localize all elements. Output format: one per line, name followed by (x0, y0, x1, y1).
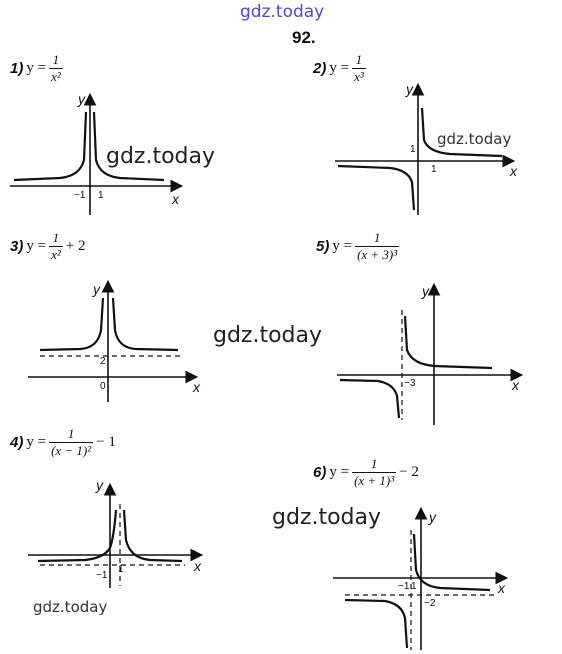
curve-right (403, 315, 493, 370)
y-axis-label: y (77, 91, 86, 107)
formula-lhs: y = (26, 238, 47, 254)
watermark-3: gdz.today (213, 323, 323, 348)
fraction: 1 (x − 1)² (49, 426, 94, 459)
denominator: (x − 1)² (49, 442, 94, 458)
x-axis-label: x (509, 163, 518, 179)
graph-3 (28, 279, 199, 402)
formula-5: 5) y = 1 (x + 3)³ (316, 230, 400, 263)
graph-label: 2) (313, 60, 327, 77)
y-axis-label: y (405, 81, 414, 97)
graph-1 (10, 92, 184, 215)
formula-lhs: y = (329, 60, 350, 76)
watermark-5: gdz.today (33, 598, 108, 616)
formula-lhs: y = (26, 60, 47, 76)
graph-label: 1) (10, 60, 24, 77)
tick-label: −1 (398, 581, 410, 592)
tick-label: 1 (118, 564, 124, 575)
formula-2: 2) y = 1 x³ (313, 52, 366, 85)
x-axis-label: x (193, 558, 202, 574)
graph-label: 4) (10, 434, 24, 451)
tick-label: 1 (411, 581, 417, 592)
curve-right (122, 509, 183, 563)
curve-right (111, 297, 179, 352)
graph-6 (333, 506, 509, 650)
curve-left (13, 111, 88, 182)
curve-left (337, 164, 416, 211)
formula-4: 4) y = 1 (x − 1)² − 1 (10, 426, 116, 459)
formula-1: 1) y = 1 x² (10, 52, 63, 85)
y-axis-label: y (428, 509, 437, 525)
curve-left (339, 378, 401, 419)
graph-2 (335, 82, 516, 215)
site-header: gdz.today (240, 2, 325, 22)
fraction: 1 (x + 3)³ (355, 230, 400, 263)
y-axis-label: y (92, 281, 101, 297)
numerator: 1 (52, 230, 60, 245)
tick-label: 1 (431, 164, 437, 175)
numerator: 1 (373, 230, 381, 245)
watermark-2: gdz.today (437, 130, 512, 148)
problem-number: 92. (292, 28, 316, 47)
x-axis-label: x (171, 191, 180, 207)
formula-6: 6) y = 1 (x + 1)³ − 2 (313, 456, 419, 489)
tick-label: 1 (98, 190, 104, 201)
curve-left (344, 598, 409, 649)
tick-label: −2 (424, 598, 436, 609)
fraction: 1 (x + 1)³ (352, 456, 397, 489)
numerator: 1 (370, 456, 378, 471)
formula-3: 3) y = 1 x² + 2 (10, 230, 85, 263)
curve-right (420, 107, 503, 158)
curve-right (412, 533, 491, 592)
x-axis-label: x (511, 377, 520, 393)
tick-label: −1 (96, 570, 108, 581)
graph-5 (337, 282, 524, 425)
graph-label: 5) (316, 238, 330, 255)
y-axis-label: y (421, 283, 430, 299)
formula-lhs: y = (26, 434, 47, 450)
denominator: x² (49, 68, 63, 84)
graph-label: 6) (313, 464, 327, 481)
fraction: 1 x² (49, 52, 63, 85)
formula-suffix: − 2 (399, 464, 419, 480)
fraction: 1 x³ (352, 52, 366, 85)
tick-label: 1 (410, 144, 416, 155)
fraction: 1 x² (49, 230, 63, 263)
numerator: 1 (52, 52, 60, 67)
curve-right (92, 111, 165, 182)
numerator: 1 (355, 52, 363, 67)
formula-lhs: y = (329, 464, 350, 480)
tick-label: 0 (100, 381, 106, 392)
graph-4 (28, 482, 204, 588)
x-axis-label: x (192, 379, 201, 395)
denominator: (x + 3)³ (355, 246, 400, 262)
tick-label: −3 (404, 378, 416, 389)
watermark-4: gdz.today (272, 505, 382, 530)
tick-label: −1 (74, 190, 86, 201)
denominator: (x + 1)³ (352, 472, 397, 488)
x-axis-label: x (497, 580, 506, 596)
curve-left (37, 509, 118, 563)
denominator: x³ (352, 68, 366, 84)
y-axis-label: y (95, 477, 104, 493)
curve-left (39, 297, 105, 352)
numerator: 1 (67, 426, 75, 441)
formula-suffix: − 1 (96, 434, 116, 450)
watermark-1: gdz.today (106, 144, 216, 169)
graph-label: 3) (10, 238, 24, 255)
tick-label: 2 (100, 356, 106, 367)
denominator: x² (49, 246, 63, 262)
formula-suffix: + 2 (65, 238, 86, 254)
formula-lhs: y = (332, 238, 353, 254)
